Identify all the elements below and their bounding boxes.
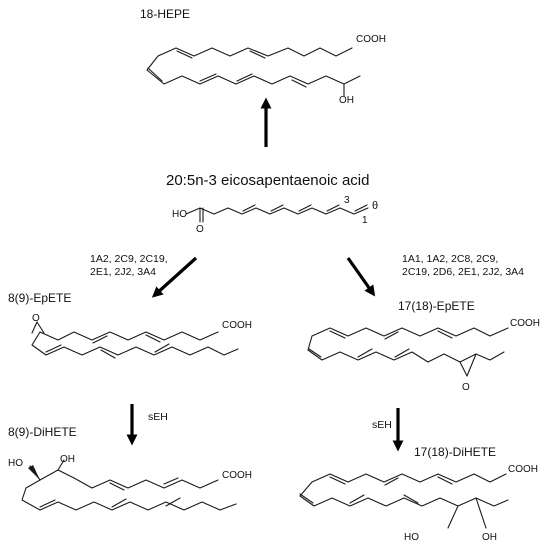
- 8-9-dihete-wedge: [28, 465, 40, 480]
- 17-18-epete-double-bonds: [308, 330, 453, 358]
- 17-18-epete-epoxide-o: O: [462, 382, 470, 393]
- 17-18-dihete-label: 17(18)-DiHETE: [414, 445, 496, 459]
- 8-9-epete-epoxide: [31, 321, 45, 334]
- 17-18-dihete-cooh: COOH: [508, 464, 538, 475]
- epa-omega-symbol: θ: [372, 200, 378, 212]
- 8-9-dihete-label: 8(9)-DiHETE: [8, 425, 77, 439]
- 17-18-epete-cooh: COOH: [510, 318, 540, 329]
- epa-skeleton: [185, 207, 369, 215]
- 17-18-epete-label: 17(18)-EpETE: [398, 299, 475, 313]
- epa-title: 20:5n-3 eicosapentaenoic acid: [166, 172, 369, 189]
- 18-hepe-oh: OH: [339, 95, 354, 106]
- seh-left-label: sEH: [148, 411, 168, 423]
- 8-9-epete-double-bonds: [45, 334, 170, 359]
- 18-hepe-double-bonds: [147, 50, 307, 88]
- compound-8-9-dihete: 8(9)-DiHETE HO OH COOH: [8, 425, 252, 511]
- enzymes-right: 1A1, 1A2, 2C8, 2C9, 2C19, 2D6, 2E1, 2J2,…: [402, 253, 524, 278]
- epa-carbonyl-o: O: [196, 224, 204, 235]
- arrow-to-17-18-epete: [346, 257, 376, 297]
- epa-position-1: 1: [362, 215, 368, 226]
- 18-hepe-cooh: COOH: [356, 34, 386, 45]
- 17-18-dihete-ho: HO: [404, 532, 419, 543]
- 8-9-epete-epoxide-o: O: [32, 313, 40, 324]
- enzymes-left: 1A2, 2C9, 2C19, 2E1, 2J2, 3A4: [90, 253, 168, 278]
- 17-18-epete-epoxide: [459, 353, 477, 377]
- epa-position-3: 3: [344, 195, 350, 206]
- compound-8-9-epete: 8(9)-EpETE O COOH: [8, 291, 252, 359]
- 8-9-dihete-skeleton: [21, 469, 237, 511]
- 17-18-dihete-oh-bonds: [447, 497, 487, 529]
- compound-17-18-epete: 17(18)-EpETE O COOH: [307, 299, 540, 393]
- enzymes-right-line-2: 2C19, 2D6, 2E1, 2J2, 3A4: [402, 266, 524, 278]
- 8-9-epete-skeleton: [31, 331, 239, 356]
- 8-9-dihete-ho: HO: [8, 458, 23, 469]
- 8-9-epete-cooh: COOH: [222, 320, 252, 331]
- 17-18-dihete-oh: OH: [482, 532, 497, 543]
- 8-9-dihete-cooh: COOH: [222, 470, 252, 481]
- enzymes-left-line-2: 2E1, 2J2, 3A4: [90, 266, 156, 278]
- compound-17-18-dihete: 17(18)-DiHETE HO OH COOH: [299, 445, 538, 543]
- enzymes-right-line-1: 1A1, 1A2, 2C8, 2C9,: [402, 253, 498, 265]
- 8-9-dihete-double-bonds: [39, 477, 181, 508]
- 17-18-dihete-skeleton: [299, 473, 509, 507]
- 17-18-dihete-double-bonds: [299, 476, 453, 504]
- compound-epa: HO O 3 1 θ: [172, 195, 378, 235]
- enzymes-left-line-1: 1A2, 2C9, 2C19,: [90, 253, 168, 265]
- seh-right-label: sEH: [372, 419, 392, 431]
- epa-double-bonds: [199, 204, 368, 223]
- 17-18-epete-skeleton: [307, 327, 509, 363]
- 8-9-epete-label: 8(9)-EpETE: [8, 291, 71, 305]
- compound-18-hepe: 18-HEPE COOH OH: [140, 7, 386, 106]
- 8-9-dihete-oh: OH: [60, 454, 75, 465]
- 18-hepe-skeleton: [146, 47, 361, 85]
- 18-hepe-label: 18-HEPE: [140, 7, 190, 21]
- arrow-to-8-9-epete: [151, 256, 198, 298]
- epa-ho: HO: [172, 209, 187, 220]
